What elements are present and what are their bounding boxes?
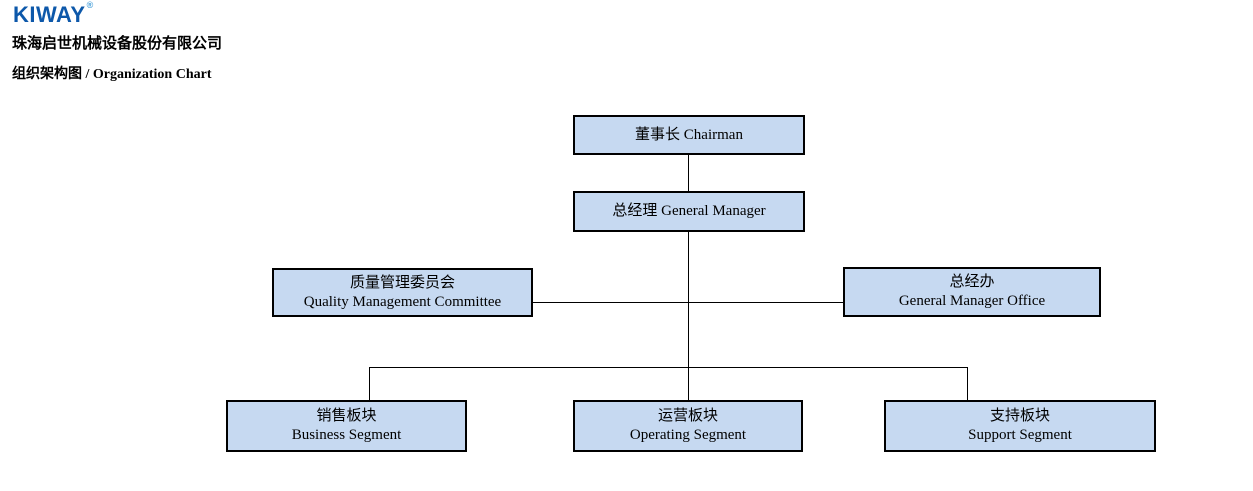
registered-trademark-icon: ® [86,0,94,10]
org-node-quality-management-committee: 质量管理委员会 Quality Management Committee [272,268,533,317]
node-label-zh: 运营板块 [657,408,718,424]
node-label-en: Business Segment [291,427,402,443]
node-label-zh: 销售板块 [316,408,377,424]
kiway-logo: KIWAY® [13,0,94,28]
connector-drop-business [369,367,370,400]
org-node-chairman: 董事长 Chairman [573,115,805,155]
connector-segments-horizontal [369,367,968,368]
connector-quality-gmoffice [533,302,843,303]
node-label-zh: 质量管理委员会 [349,274,455,291]
node-label-en: Support Segment [968,427,1072,443]
org-node-general-manager-office: 总经办 General Manager Office [843,267,1101,317]
node-label: 总经理 General Manager [612,203,766,219]
node-label-en: Operating Segment [629,427,747,443]
node-label-en: General Manager Office [898,293,1046,309]
node-label: 董事长 Chairman [635,126,743,143]
connector-gm-trunk [688,232,689,400]
node-label-zh: 总经办 [949,274,995,290]
node-label-zh: 支持板块 [989,408,1050,424]
connector-chairman-gm [688,155,689,191]
company-name: 珠海启世机械设备股份有限公司 [12,36,223,52]
org-node-operating-segment: 运营板块 Operating Segment [573,400,803,452]
org-node-business-segment: 销售板块 Business Segment [226,400,467,452]
node-label-en: Quality Management Committee [303,293,502,310]
page-title: 组织架构图 / Organization Chart [12,67,212,82]
org-node-general-manager: 总经理 General Manager [573,191,805,232]
org-node-support-segment: 支持板块 Support Segment [884,400,1156,452]
connector-drop-support [967,367,968,400]
logo-text: KIWAY [13,2,86,27]
